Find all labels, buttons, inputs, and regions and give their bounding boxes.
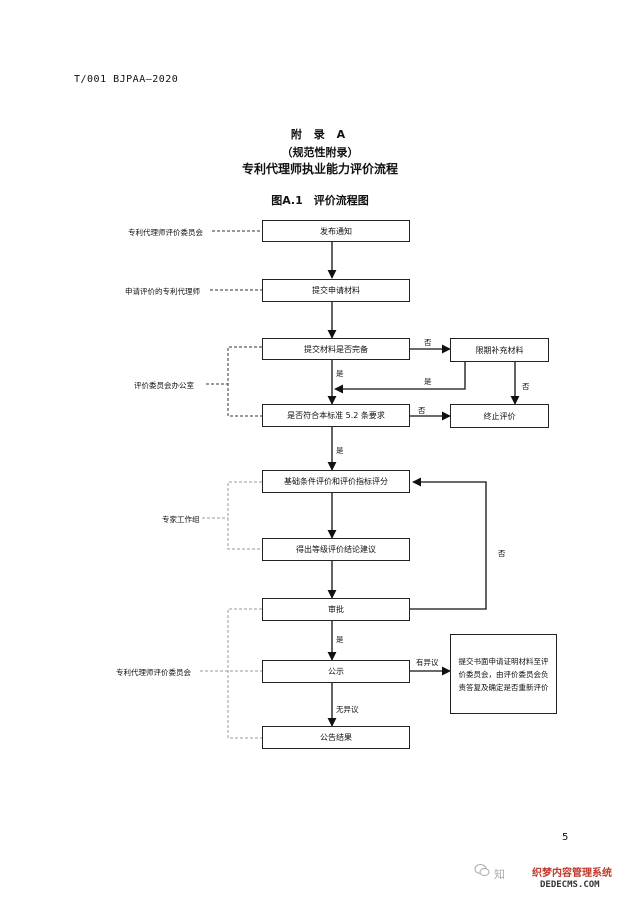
label-no-supplement: 否 <box>522 382 530 391</box>
label-no-objection: 无异议 <box>336 705 359 714</box>
dash-committee-bracket <box>227 608 262 739</box>
arrow-approval-reject-loop <box>410 477 487 610</box>
role-committee-bottom: 专利代理师评价委员会 <box>116 668 191 677</box>
role-office: 评价委员会办公室 <box>134 381 194 390</box>
label-yes-complete: 是 <box>336 369 344 378</box>
box-objection-note: 提交书面申请证明材料至评价委员会，由评价委员会负责答复及确定是否重新评价 <box>450 634 557 714</box>
label-has-objection: 有异议 <box>416 658 439 667</box>
site-name: 织梦内容管理系统 <box>532 868 612 879</box>
dash-expert-bracket <box>227 481 262 550</box>
label-no-complete: 否 <box>424 338 432 347</box>
figure-caption: 图A.1 评价流程图 <box>271 194 369 207</box>
box-check-standard: 是否符合本标准 5.2 条要求 <box>262 404 410 427</box>
box-publicity: 公示 <box>262 660 410 683</box>
box-announce: 公告结果 <box>262 726 410 749</box>
appendix-label: 附 录 A <box>290 128 350 141</box>
box-terminate: 终止评价 <box>450 404 549 428</box>
box-publish-notice: 发布通知 <box>262 220 410 242</box>
box-basic-eval: 基础条件评价和评价指标评分 <box>262 470 410 493</box>
label-yes-standard: 是 <box>336 446 344 455</box>
site-domain: DEDECMS.COM <box>540 880 600 890</box>
label-yes-supplement: 是 <box>424 377 432 386</box>
label-no-standard: 否 <box>418 406 426 415</box>
watermark-text: 知 <box>494 868 505 881</box>
appendix-type: （规范性附录） <box>281 146 359 159</box>
role-applicant: 申请评价的专利代理师 <box>125 287 200 296</box>
box-give-grade: 得出等级评价结论建议 <box>262 538 410 561</box>
page-number: 5 <box>562 832 569 843</box>
label-yes-approval: 是 <box>336 635 344 644</box>
box-check-complete: 提交材料是否完备 <box>262 338 410 360</box>
role-committee-top: 专利代理师评价委员会 <box>128 228 203 237</box>
appendix-title: 专利代理师执业能力评价流程 <box>241 162 398 176</box>
dash-office-bracket <box>227 346 262 417</box>
standard-code: T/001 BJPAA—2020 <box>74 74 179 85</box>
arrow-supplement-back <box>334 362 466 394</box>
box-supplement: 限期补充材料 <box>450 338 549 362</box>
box-approval: 审批 <box>262 598 410 621</box>
wechat-icon <box>474 864 490 876</box>
role-expert-group: 专家工作组 <box>162 515 200 524</box>
label-no-approval: 否 <box>498 549 506 558</box>
box-submit-materials: 提交申请材料 <box>262 279 410 302</box>
